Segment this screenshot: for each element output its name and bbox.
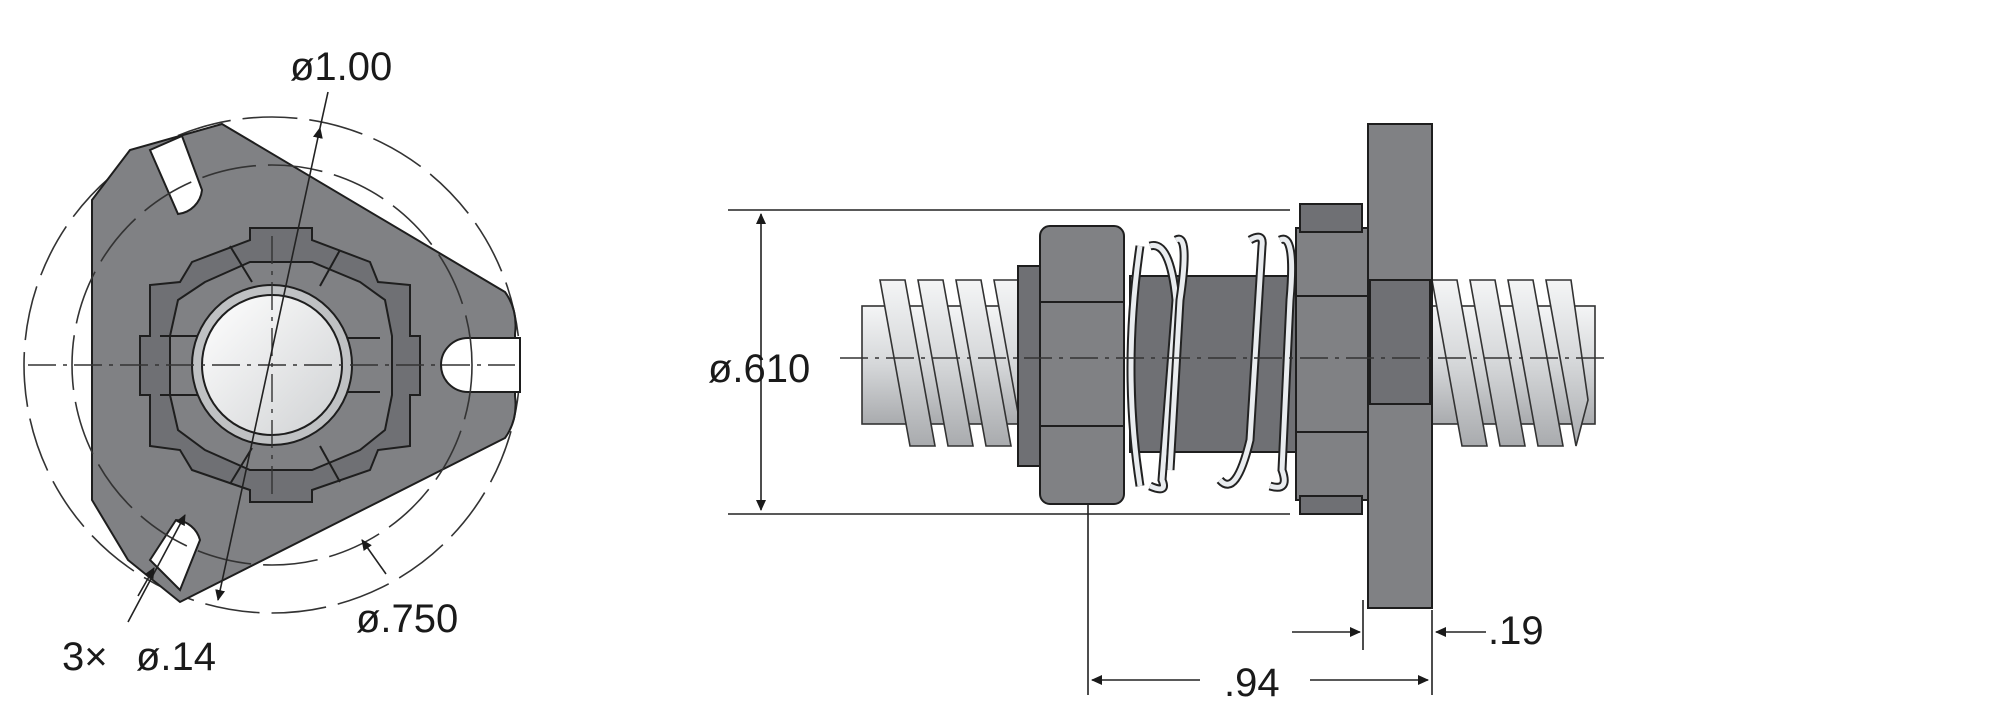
flange-thickness-label: .19 [1488, 609, 1544, 653]
outer-diameter-label: ø1.00 [290, 45, 392, 89]
hole-diameter-label: ø.14 [136, 635, 216, 679]
bolt-circle-label: ø.750 [356, 597, 458, 641]
outer-diameter-extension [319, 91, 329, 129]
nut-top [1299, 203, 1363, 233]
shaft [1129, 275, 1301, 453]
thread-right [1419, 279, 1596, 447]
nut-bottom [1299, 495, 1363, 515]
spring [1126, 232, 1297, 494]
outer-diameter-leader [215, 127, 323, 601]
bolt-circle-leader [361, 539, 387, 575]
mounting-slot-top [148, 134, 204, 216]
flange-hub [1369, 279, 1431, 405]
thread-left [861, 279, 1043, 449]
hole-leader-2 [137, 567, 155, 597]
hole-leader [127, 514, 186, 623]
collar-large [1039, 225, 1125, 505]
front-view [23, 91, 521, 623]
nut-body [1295, 227, 1371, 501]
length-label: .94 [1224, 661, 1280, 705]
body-diameter-label: ø.610 [708, 347, 810, 391]
side-view [728, 123, 1605, 695]
collar-small [1017, 265, 1041, 467]
hole-count-label: 3× [62, 635, 108, 679]
